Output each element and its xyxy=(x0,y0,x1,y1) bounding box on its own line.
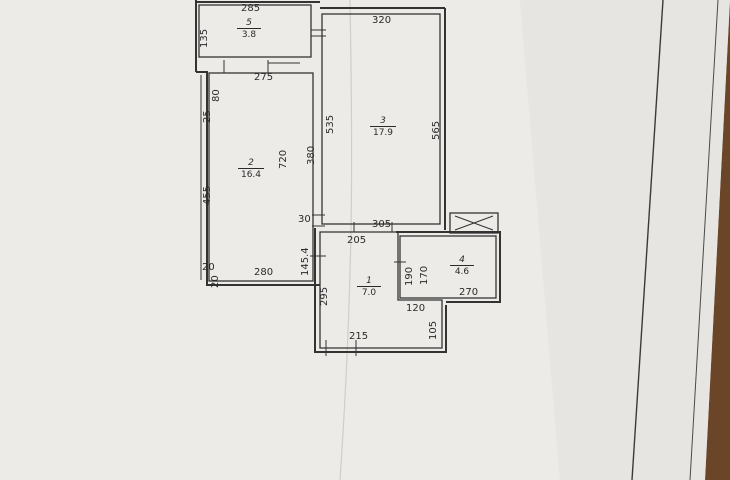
room-3-label: 3 17.9 xyxy=(370,116,396,138)
dim-label: 30 xyxy=(298,214,311,225)
dim-label: 285 xyxy=(241,3,261,14)
shaft xyxy=(449,212,499,234)
dim-label: 190 xyxy=(404,266,415,286)
dim-label: 295 xyxy=(319,286,330,306)
room-4-label: 4 4.6 xyxy=(450,255,474,277)
room-4-outline xyxy=(399,235,497,299)
room-area: 7.0 xyxy=(357,286,381,298)
room-3-outline xyxy=(321,13,441,225)
frame-line-outer xyxy=(689,0,719,480)
room-number: 1 xyxy=(366,276,372,286)
room-number: 2 xyxy=(248,158,254,168)
dim-label: 380 xyxy=(306,145,317,165)
dim-label: 215 xyxy=(349,331,369,342)
room-number: 5 xyxy=(246,18,252,28)
room-5-outline xyxy=(198,4,312,58)
dim-label: 270 xyxy=(459,287,479,298)
room-2-outline xyxy=(208,72,314,282)
dim-label: 205 xyxy=(347,235,367,246)
room-area: 17.9 xyxy=(370,126,396,138)
floor-plan xyxy=(195,0,501,356)
room-area: 4.6 xyxy=(450,265,474,277)
dim-label: 320 xyxy=(372,15,392,26)
dim-label: 20 xyxy=(202,262,215,273)
dim-label: 565 xyxy=(431,120,442,140)
dim-label: 135 xyxy=(199,28,210,48)
dim-label: 535 xyxy=(325,114,336,134)
dim-label: 145.4 xyxy=(300,247,311,276)
dim-label: 170 xyxy=(419,265,430,285)
dim-label: 25 xyxy=(202,110,213,123)
room-area: 16.4 xyxy=(238,168,264,180)
dim-label: 305 xyxy=(372,219,392,230)
frame-line xyxy=(631,0,664,480)
room-2-label: 2 16.4 xyxy=(238,158,264,180)
dim-label: 120 xyxy=(406,303,426,314)
dim-label: 105 xyxy=(428,320,439,340)
dim-label: 280 xyxy=(254,267,274,278)
dim-label: 275 xyxy=(254,72,274,83)
paper-fold xyxy=(339,0,353,480)
room-area: 3.8 xyxy=(237,28,261,40)
dim-label: 80 xyxy=(211,89,222,102)
room-number: 4 xyxy=(459,255,465,265)
paper-shadow xyxy=(520,0,730,480)
room-number: 3 xyxy=(380,116,386,126)
dim-label: 720 xyxy=(278,149,289,169)
dim-label: 455 xyxy=(202,185,213,205)
room-5-label: 5 3.8 xyxy=(237,18,261,40)
dim-label: 20 xyxy=(210,275,221,288)
room-1-label: 1 7.0 xyxy=(357,276,381,298)
